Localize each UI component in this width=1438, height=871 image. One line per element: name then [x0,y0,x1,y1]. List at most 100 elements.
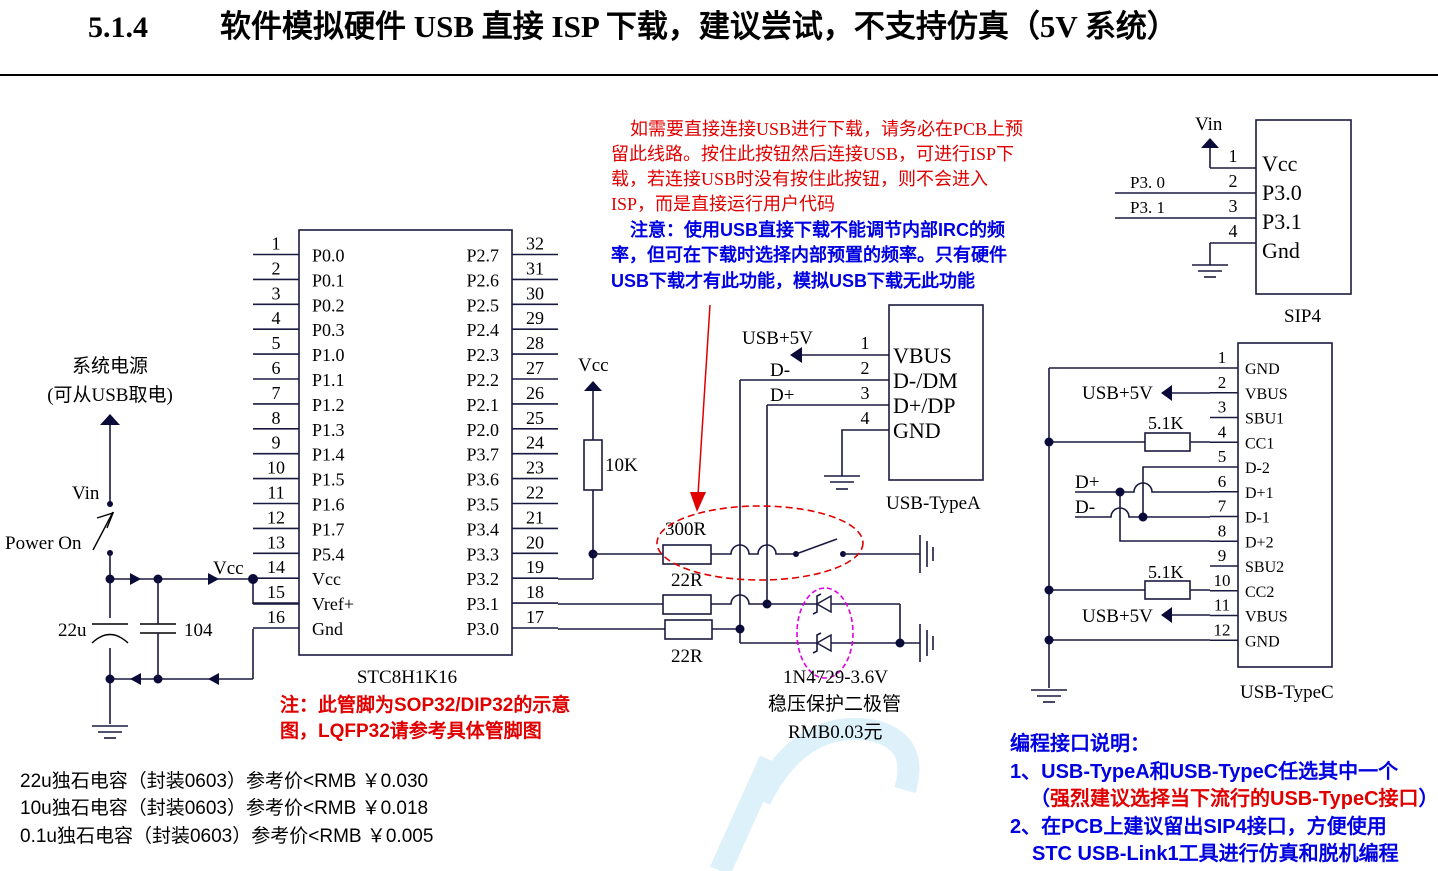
prog-note-emphasis: 强烈建议选择当下流行的USB-TypeC接口 [1050,786,1419,810]
blue-note-line: 率，但可在下载时选择内部预置的频率。只有硬件 [611,244,1007,265]
mcu-body [298,229,513,656]
pin-number: 26 [526,383,544,403]
pin-label: D+2 [1245,534,1274,551]
mcu-pins: 1P0.02P0.13P0.24P0.35P1.06P1.17P1.28P1.3… [253,234,558,639]
power-sublabel: (可从USB取电) [47,384,173,406]
vin-label: Vin [72,483,100,504]
pin-label: P5.4 [312,544,345,564]
pin-number: 1 [861,333,870,353]
pin-number: 1 [1229,146,1238,166]
resistor-22r-label: 22R [671,646,703,667]
pin-label: P3.1 [1262,209,1302,234]
pin-number: 2 [861,358,870,378]
pin-number: 23 [526,458,544,478]
red-note-line: 载，若连接USB时没有按住此按钮，则不会进入 [611,169,988,189]
pin-label: P1.3 [312,420,345,440]
pin-label: GND [893,418,941,443]
pin-number: 21 [526,507,544,527]
pin-number: 19 [526,557,544,577]
pin-number: 3 [272,283,281,303]
note-pointer-arrow [697,304,711,496]
pin-number: 17 [526,607,544,627]
usb5v-arrow-icon [1161,385,1172,401]
pin-label: P2.3 [466,345,499,365]
pin-number: 30 [526,283,544,303]
pin-number: 13 [267,532,285,552]
pin-label: Vref+ [312,594,354,614]
pin-number: 4 [272,308,281,328]
zener-diode-icon [812,593,832,615]
part-note: 10u独石电容（封装0603）参考价<RMB ￥0.018 [20,797,428,819]
pin-label: P3.6 [466,470,499,490]
arrow-left-icon [208,673,219,685]
resistor-5k1-label: 5.1K [1148,562,1184,582]
pin-number: 6 [272,358,281,378]
resistor-5k1-label: 5.1K [1148,413,1184,433]
pin-number: 5 [1218,447,1227,466]
mcu-note-line1: 注：此管脚为SOP32/DIP32的示意 [280,693,570,716]
pin-label: D+1 [1245,485,1274,502]
pin-number: 12 [267,507,285,527]
mcu-name: STC8H1K16 [357,667,457,688]
pin-label: P2.0 [466,420,499,440]
pin-number: 3 [1218,398,1227,417]
vcc-label-2: Vcc [578,355,609,376]
pin-label: P0.1 [312,270,345,290]
pin-number: 2 [1229,171,1238,191]
usb5v-arrow-icon [790,347,802,363]
pin-label: CC1 [1245,435,1274,452]
pin-number: 8 [1218,521,1227,540]
pin-label: VBUS [893,343,952,368]
pin-number: 25 [526,408,544,428]
power-label: 系统电源 [72,355,148,377]
red-note-line: 留此线路。按住此按钮然后连接USB，可进行ISP下 [611,144,1014,164]
capacitor-22u-icon [91,618,129,648]
resistor-5k1-cc1 [1144,432,1191,452]
pin-number: 10 [1214,571,1231,590]
prog-note-1: 1、USB-TypeA和USB-TypeC任选其中一个 [1010,759,1399,783]
diode-part-label: 1N4729-3.6V [783,667,888,688]
pin-label: Gnd [1262,238,1300,263]
usb-typec-name: USB-TypeC [1240,682,1334,703]
blue-note-line: 注意：使用USB直接下载不能调节内部IRC的频 [630,219,1005,240]
pin-label: Vcc [312,569,341,589]
pin-label: GND [1245,361,1280,378]
part-note: 22u独石电容（封装0603）参考价<RMB ￥0.030 [20,770,428,792]
mcu-note-line2: 图，LQFP32请参考具体管脚图 [280,719,542,742]
prog-note-1b: （强烈建议选择当下流行的USB-TypeC接口） [1030,786,1438,810]
pin-label: SBU1 [1245,411,1284,428]
pin-number: 31 [526,258,544,278]
pin-number: 29 [526,308,544,328]
pin-number: 4 [861,408,870,428]
pin-label: P3.2 [466,569,499,589]
pin-number: 2 [1218,373,1227,392]
pin-label: VBUS [1245,386,1288,403]
ground-icon [824,475,860,490]
pin-number: 22 [526,483,544,503]
isp-button-icon[interactable] [795,538,838,555]
red-note-line: 如需要直接连接USB进行下载，请务必在PCB上预 [630,119,1023,139]
pin-label: SBU2 [1245,559,1284,576]
power-switch-icon[interactable] [92,511,115,551]
arrow-right-icon [208,573,219,585]
resistor-5k1-cc2 [1144,580,1191,600]
pin-label: CC2 [1245,584,1274,601]
pin-number: 14 [267,557,285,577]
prog-note-2: 2、在PCB上建议留出SIP4接口，方便使用 [1010,814,1387,838]
pin-label: P2.1 [466,395,499,415]
pin-number: 7 [272,383,281,403]
pin-label: P3.7 [466,445,499,465]
pin-number: 10 [267,458,285,478]
pin-label: P2.5 [466,295,499,315]
pin-number: 27 [526,358,544,378]
usb-typec-pins: 1GND2VBUS3SBU14CC15D-26D+17D-18D+29SBU21… [1210,348,1288,650]
pin-label: P2.7 [466,246,499,266]
sip4-name: SIP4 [1284,306,1321,327]
pin-label: VBUS [1245,609,1288,626]
cap-104-label: 104 [184,620,213,641]
section-number: 5.1.4 [88,11,148,44]
pin-number: 20 [526,532,544,552]
arrow-right-icon [130,573,141,585]
page-title: 软件模拟硬件 USB 直接 ISP 下载，建议尝试，不支持仿真（5V 系统） [220,9,1178,44]
